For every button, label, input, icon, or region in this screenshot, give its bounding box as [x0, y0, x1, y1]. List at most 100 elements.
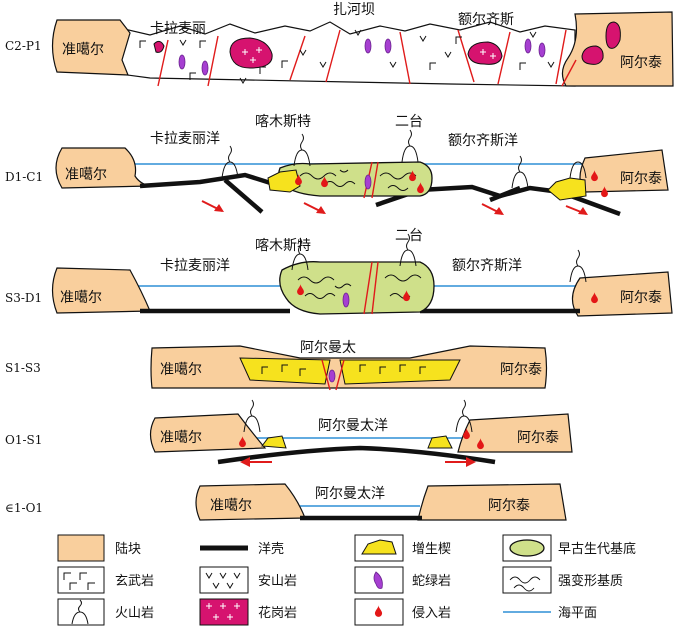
legend-label: 洋壳: [258, 542, 284, 557]
altai-block: [417, 483, 567, 521]
serpentinite: [328, 369, 336, 383]
serpentinite-icon: [373, 571, 383, 589]
junggar-label: 准噶尔: [210, 498, 252, 514]
altai-block: [457, 413, 573, 453]
granite-body: [581, 45, 604, 65]
label-ertix-ocean: 额尔齐斯洋: [448, 133, 518, 149]
stage-c2-p1: C2-P1: [5, 2, 674, 87]
junggar-label: 准噶尔: [160, 430, 202, 446]
legend-label: 火山岩: [115, 606, 154, 621]
paleozoic-basement: [279, 261, 435, 315]
serpentinite: [538, 42, 546, 58]
granite-body: [229, 37, 273, 69]
stage-o1-s1: O1-S1 阿尔曼太洋 准噶尔 阿尔泰: [5, 399, 573, 467]
legend-label: 海平面: [558, 606, 597, 621]
oceanic-crust-slab: [489, 185, 521, 203]
legend-item-early-paleozoic-basement: 早古生代基底: [502, 534, 636, 562]
basalt-icon: [63, 572, 95, 590]
label-karamaili-ocean: 卡拉麦丽洋: [150, 131, 220, 147]
stage-label: S1-S3: [5, 361, 41, 375]
label-armantai-ocean: 阿尔曼太洋: [318, 418, 388, 434]
legend-label: 花岗岩: [258, 605, 297, 621]
volcanic-rock-icon: [71, 599, 89, 625]
serpentinite: [364, 38, 372, 54]
deformed-matrix-icon: [509, 576, 541, 592]
fault-line: [371, 161, 379, 199]
granite-icon: [199, 598, 249, 626]
volcanic-rock-marks: [221, 129, 587, 189]
legend-label: 蛇绿岩: [412, 574, 451, 589]
continental-block-icon: [57, 534, 105, 562]
label-ertix-ocean: 额尔齐斯洋: [452, 258, 522, 274]
legend-label: 增生楔: [412, 542, 451, 557]
serpentinite: [178, 54, 186, 70]
legend-label: 早古生代基底: [558, 541, 636, 557]
label-armantai: 阿尔曼太: [300, 340, 356, 356]
fault-line: [321, 359, 331, 391]
accretionary-wedge-icon: [361, 539, 397, 555]
legend-label: 强变形基质: [558, 573, 623, 589]
basalt-marks: [139, 36, 526, 80]
subduction-arrows: [201, 200, 588, 215]
junggar-label: 准噶尔: [65, 167, 107, 183]
altai-label: 阿尔泰: [620, 171, 662, 187]
andesite-icon: [205, 572, 241, 589]
serpentinite: [342, 292, 350, 308]
legend-item-continental-block: 陆块: [57, 534, 141, 562]
altai-label: 阿尔泰: [620, 290, 662, 306]
label-zhaheba: 扎河坝: [333, 2, 375, 18]
legend-item-oceanic-crust: 洋壳: [200, 542, 284, 557]
fault-line: [363, 261, 373, 315]
accretionary-wedge: [547, 177, 587, 201]
label-kamusite: 喀木斯特: [255, 238, 311, 254]
stage-label: O1-S1: [5, 433, 42, 447]
legend-label: 陆块: [115, 541, 141, 557]
label-ertai: 二台: [395, 228, 423, 244]
legend-label: 玄武岩: [115, 574, 154, 589]
altai-block: [561, 11, 674, 87]
legend-item-accretionary-wedge: 增生楔: [354, 534, 451, 562]
label-ertix: 额尔齐斯: [458, 12, 514, 28]
stage-d1-c1: D1-C1: [5, 114, 669, 217]
granite-crosses: [242, 47, 496, 63]
serpentinite: [384, 38, 392, 54]
stage-s1-s3: S1-S3 阿尔曼太 准噶尔 阿尔泰: [5, 340, 548, 391]
andesite-marks: [179, 29, 555, 84]
label-kamusite: 喀木斯特: [255, 114, 311, 130]
altai-label: 阿尔泰: [620, 55, 662, 71]
junggar-block: [51, 19, 131, 76]
basement-icon: [509, 539, 545, 557]
legend-item-granite: 花岗岩: [199, 598, 297, 626]
stage-label: C2-P1: [5, 39, 42, 53]
junggar-block: [55, 147, 151, 189]
paleozoic-basement: [278, 161, 433, 197]
serpentinite: [201, 60, 209, 76]
accretionary-wedge: [261, 435, 287, 449]
accretionary-wedge: [239, 357, 331, 385]
legend-item-deformed-matrix: 强变形基质: [502, 566, 623, 594]
legend-item-andesite: 安山岩: [199, 566, 297, 594]
altai-label: 阿尔泰: [488, 498, 530, 514]
legend-item-intrusive-rock: 侵入岩: [354, 598, 451, 626]
altai-label: 阿尔泰: [500, 362, 542, 378]
subduction-arrows: [240, 457, 476, 467]
label-karamaili: 卡拉麦丽: [150, 21, 206, 37]
fault-line: [335, 359, 345, 391]
granite-body: [153, 40, 165, 53]
stage-label: ∈1-O1: [5, 501, 43, 515]
stage-e1-o1: ∈1-O1 阿尔曼太洋 准噶尔 阿尔泰: [5, 483, 567, 521]
legend: 陆块 洋壳 增生楔 早古生代基底 玄武岩: [57, 534, 636, 626]
legend-label: 侵入岩: [412, 605, 451, 621]
legend-item-serpentinite: 蛇绿岩: [354, 566, 451, 594]
basalt-marks: [261, 364, 426, 376]
stage-label: D1-C1: [5, 170, 43, 184]
accretionary-wedge: [267, 169, 301, 193]
junggar-label: 准噶尔: [60, 290, 102, 306]
serpentinite: [364, 174, 372, 190]
granite-body: [467, 41, 503, 65]
legend-item-basalt: 玄武岩: [57, 566, 154, 594]
fault-lines: [157, 29, 577, 87]
label-ertai: 二台: [395, 114, 423, 130]
oceanic-crust: [139, 172, 281, 189]
